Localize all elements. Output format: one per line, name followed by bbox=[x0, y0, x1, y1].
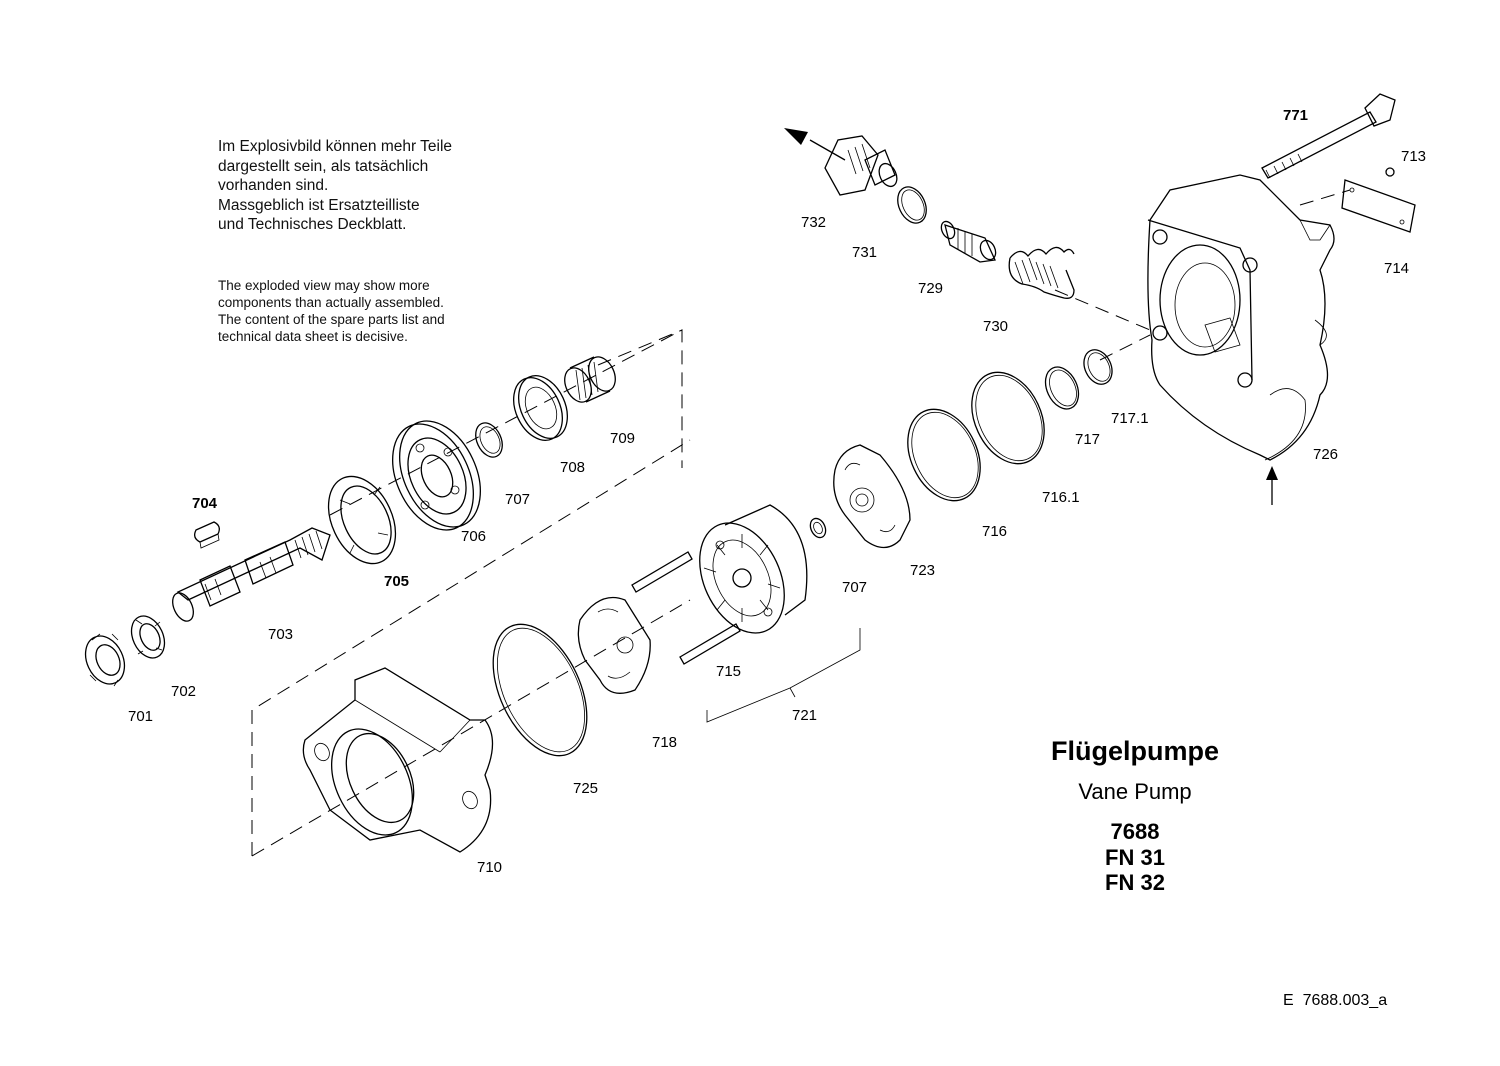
callout-709: 709 bbox=[610, 430, 636, 447]
callout-708: 708 bbox=[560, 459, 586, 476]
part-708-shaft-seal bbox=[513, 375, 568, 441]
note-line: components than actually assembled. bbox=[218, 295, 444, 310]
note-line: technical data sheet is decisive. bbox=[218, 329, 408, 344]
callout-729: 729 bbox=[918, 280, 944, 297]
callout-725: 725 bbox=[573, 780, 599, 797]
function-number-2: FN 32 bbox=[1105, 870, 1165, 895]
callout-726: 726 bbox=[1313, 446, 1339, 463]
callout-714: 714 bbox=[1384, 260, 1410, 277]
part-701-nut bbox=[84, 633, 126, 687]
part-713-screw bbox=[1385, 167, 1395, 177]
callout-721: 721 bbox=[792, 707, 818, 724]
title-english: Vane Pump bbox=[1078, 779, 1192, 804]
callout-730: 730 bbox=[983, 318, 1009, 335]
assembly-guide-lines bbox=[251, 189, 1351, 857]
callout-717-1: 717.1 bbox=[1111, 410, 1149, 427]
callout-732: 732 bbox=[801, 214, 827, 231]
callout-707: 707 bbox=[505, 491, 531, 508]
product-code: 7688 bbox=[1110, 819, 1160, 844]
part-702-lock-washer bbox=[130, 615, 166, 659]
part-717-1-o-ring bbox=[1083, 349, 1113, 385]
callout-705: 705 bbox=[384, 573, 410, 590]
callout-707-second: 707 bbox=[842, 579, 868, 596]
note-german: Im Explosivbild können mehr Teile darges… bbox=[218, 137, 452, 235]
part-716-o-ring bbox=[907, 408, 981, 502]
part-715-pin bbox=[631, 551, 741, 665]
part-707-o-ring bbox=[475, 422, 503, 458]
title-german: Flügelpumpe bbox=[1051, 736, 1219, 766]
part-732-plug bbox=[824, 135, 898, 196]
function-number-1: FN 31 bbox=[1105, 845, 1165, 870]
note-line: dargestellt sein, als tatsächlich bbox=[218, 157, 429, 175]
callout-710: 710 bbox=[477, 859, 503, 876]
callout-718: 718 bbox=[652, 734, 678, 751]
part-707-o-ring-second bbox=[809, 517, 827, 539]
callout-703: 703 bbox=[268, 626, 294, 643]
callout-716: 716 bbox=[982, 523, 1008, 540]
part-717-o-ring bbox=[1044, 366, 1080, 410]
part-731-seal-ring bbox=[897, 186, 927, 224]
part-709-needle-bearing bbox=[564, 356, 616, 403]
callout-715: 715 bbox=[716, 663, 742, 680]
note-line: Im Explosivbild können mehr Teile bbox=[218, 138, 453, 155]
note-line: The exploded view may show more bbox=[218, 278, 430, 293]
part-703-drive-shaft bbox=[172, 527, 331, 622]
callout-706: 706 bbox=[461, 528, 487, 545]
part-721-rotor-cartridge bbox=[699, 504, 861, 723]
part-704-key bbox=[194, 521, 220, 549]
callout-704: 704 bbox=[192, 495, 218, 512]
callout-717: 717 bbox=[1075, 431, 1101, 448]
callout-713: 713 bbox=[1401, 148, 1427, 165]
part-710-flange-housing bbox=[302, 667, 494, 853]
callout-771: 771 bbox=[1283, 107, 1309, 124]
part-706-ball-bearing bbox=[392, 420, 481, 531]
callout-716-1: 716.1 bbox=[1042, 489, 1080, 506]
direction-arrow-icon bbox=[1266, 466, 1278, 505]
part-725-o-ring bbox=[492, 623, 588, 757]
part-771-bolt bbox=[1261, 93, 1396, 179]
part-723-side-plate bbox=[833, 444, 911, 549]
title-block: Flügelpumpe Vane Pump 7688 FN 31 FN 32 bbox=[1010, 735, 1260, 895]
note-line: vorhanden sind. bbox=[218, 177, 329, 194]
callout-731: 731 bbox=[852, 244, 878, 261]
callout-702: 702 bbox=[171, 683, 197, 700]
callout-723: 723 bbox=[910, 562, 936, 579]
part-730-spring bbox=[1008, 246, 1075, 299]
part-726-pump-housing bbox=[1147, 174, 1335, 461]
document-reference: E 7688.003_a bbox=[1283, 992, 1388, 1009]
note-line: The content of the spare parts list and bbox=[218, 312, 445, 327]
part-714-nameplate bbox=[1341, 179, 1416, 233]
note-line: Massgeblich ist Ersatzteilliste bbox=[218, 196, 420, 214]
direction-arrow-icon bbox=[784, 128, 846, 161]
part-718-pressure-plate bbox=[577, 596, 651, 694]
part-729-valve-piston bbox=[940, 220, 997, 263]
note-english: The exploded view may show more componen… bbox=[218, 277, 445, 345]
callout-701: 701 bbox=[128, 708, 154, 725]
part-705-retaining-ring bbox=[327, 475, 397, 565]
note-line: und Technisches Deckblatt. bbox=[218, 216, 407, 233]
part-716-1-o-ring bbox=[971, 371, 1045, 465]
